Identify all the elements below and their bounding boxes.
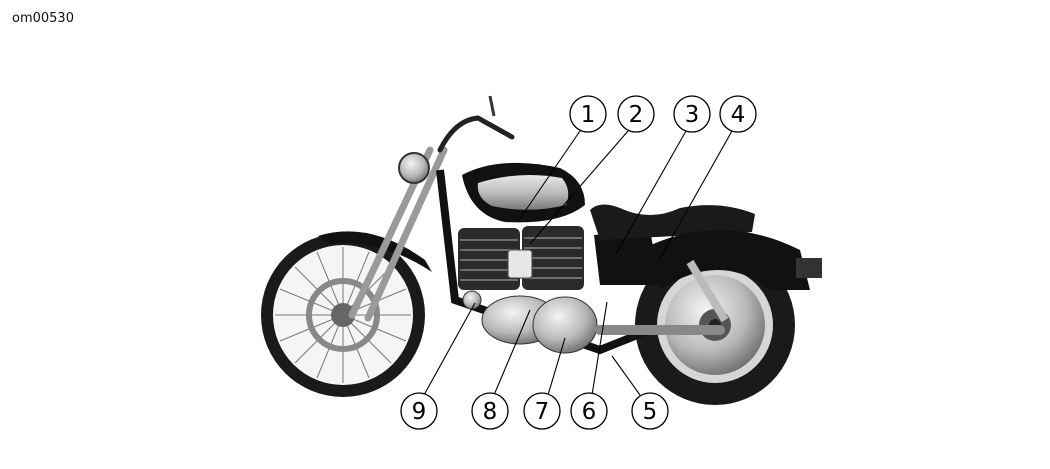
leader-lines xyxy=(423,130,733,396)
front-wheel xyxy=(261,233,425,397)
callout-4-label: 4 xyxy=(731,102,746,128)
leader-8 xyxy=(493,309,531,396)
callout-1: 1 xyxy=(569,95,607,133)
callout-8-label: 8 xyxy=(483,399,498,425)
callout-8: 8 xyxy=(471,392,509,430)
callout-3: 3 xyxy=(673,95,711,133)
leader-4 xyxy=(657,130,733,263)
leader-1 xyxy=(518,130,581,221)
motorcycle-icon xyxy=(261,95,822,405)
callout-7-label: 7 xyxy=(535,399,550,425)
callout-5-label: 5 xyxy=(643,399,658,425)
callout-3-label: 3 xyxy=(685,102,700,128)
leader-9 xyxy=(423,302,476,396)
leader-5 xyxy=(611,355,641,396)
callout-6-label: 6 xyxy=(582,399,597,425)
callout-9-label: 9 xyxy=(412,399,427,425)
callout-2-label: 2 xyxy=(629,102,644,128)
engine xyxy=(458,226,598,354)
callout-5: 5 xyxy=(631,392,669,430)
callout-1-label: 1 xyxy=(581,102,596,128)
callout-2: 2 xyxy=(617,95,655,133)
callout-6: 6 xyxy=(570,392,608,430)
leader-7 xyxy=(547,337,566,396)
leader-6 xyxy=(591,301,608,396)
leader-2 xyxy=(529,130,629,245)
figure-id: om00530 xyxy=(12,11,74,26)
callout-9: 9 xyxy=(400,392,438,430)
callout-7: 7 xyxy=(523,392,561,430)
callout-4: 4 xyxy=(719,95,757,133)
leader-3 xyxy=(615,130,687,255)
